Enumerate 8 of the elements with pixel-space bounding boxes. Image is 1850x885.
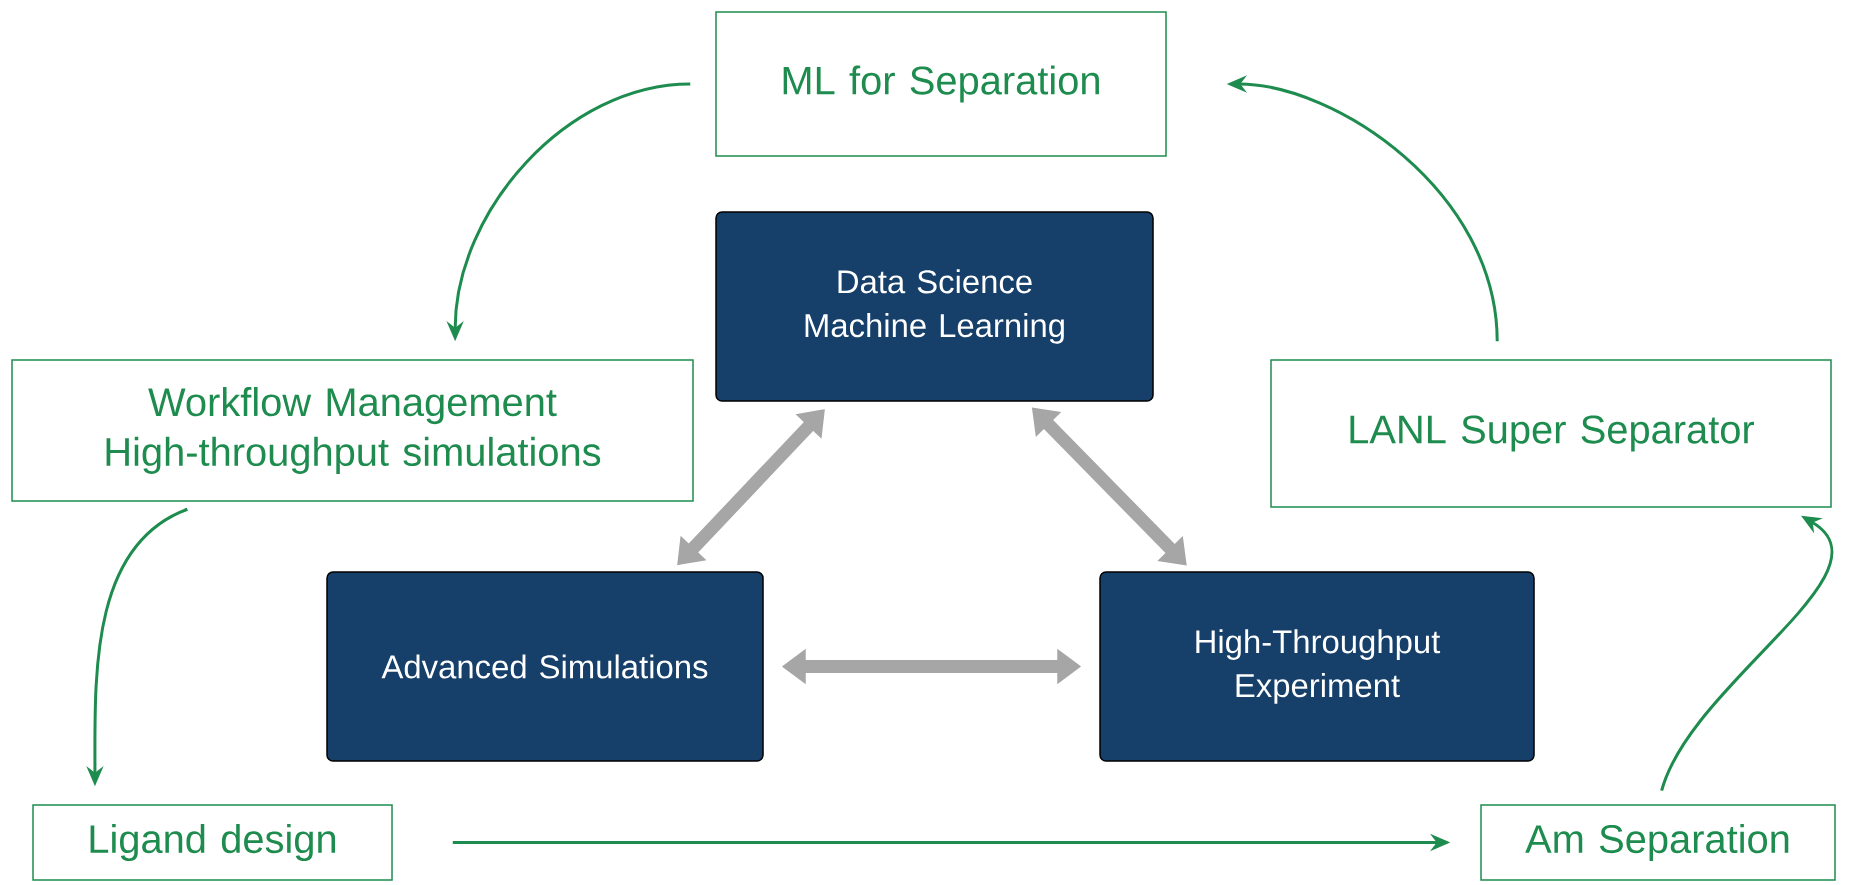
process-box: Advanced Simulations	[326, 571, 764, 762]
process-box: High-Throughput Experiment	[1099, 571, 1535, 762]
label-box: Am Separation	[1480, 804, 1836, 881]
label-box: Ligand design	[32, 804, 393, 881]
process-box: Data Science Machine Learning	[715, 211, 1154, 402]
label-box: ML for Separation	[715, 11, 1167, 157]
label-box: Workflow Management High-throughput simulations	[11, 359, 694, 502]
label-box: LANL Super Separator	[1270, 359, 1832, 508]
